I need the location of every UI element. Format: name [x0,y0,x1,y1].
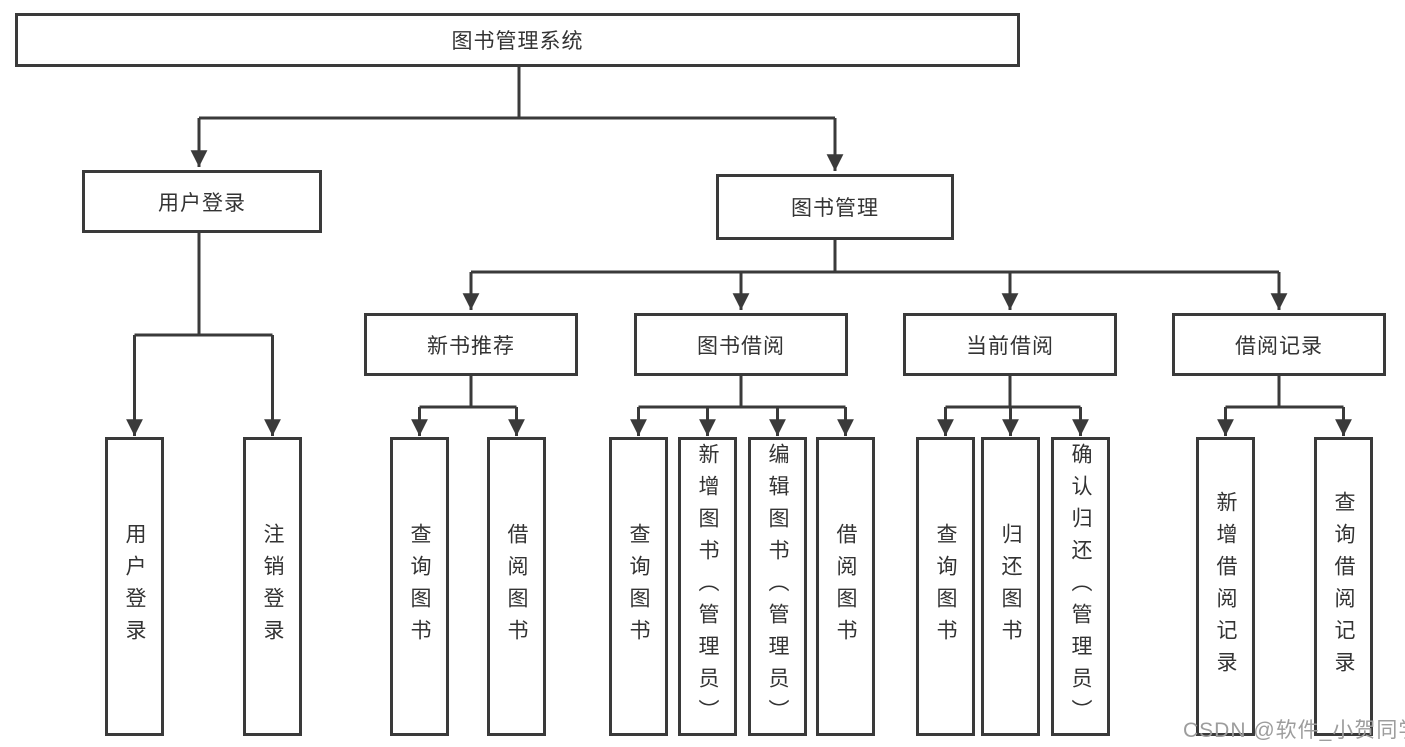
leaf-logout: 注销登录 [243,437,302,736]
leaf-user-login: 用户登录 [105,437,164,736]
node-book-management: 图书管理 [716,174,954,240]
leaf-borrow-query-books: 查询图书 [609,437,668,736]
leaf-add-borrow-record-label: 新增借阅记录 [1214,490,1237,683]
node-new-book-recommend: 新书推荐 [364,313,578,376]
leaf-add-borrow-record: 新增借阅记录 [1196,437,1255,736]
leaf-return-books-label: 归还图书 [999,522,1022,651]
leaf-query-borrow-record: 查询借阅记录 [1314,437,1373,736]
leaf-current-query-books: 查询图书 [916,437,975,736]
leaf-user-login-label: 用户登录 [123,522,146,651]
leaf-query-borrow-record-label: 查询借阅记录 [1332,490,1355,683]
node-book-borrowing: 图书借阅 [634,313,848,376]
node-new-book-recommend-label: 新书推荐 [427,334,515,358]
leaf-newbook-borrow-books-label: 借阅图书 [505,522,528,651]
node-root-system: 图书管理系统 [15,13,1020,67]
leaf-newbook-borrow-books: 借阅图书 [487,437,546,736]
node-user-login-label: 用户登录 [158,191,246,215]
leaf-borrow-books: 借阅图书 [816,437,875,736]
leaf-confirm-return-admin: 确认归还（管理员） [1051,437,1110,736]
leaf-newbook-query-books-label: 查询图书 [408,522,431,651]
node-borrowing-records: 借阅记录 [1172,313,1386,376]
leaf-borrow-query-books-label: 查询图书 [627,522,650,651]
leaf-edit-books-admin: 编辑图书（管理员） [748,437,807,736]
node-book-management-label: 图书管理 [791,197,879,220]
node-borrowing-records-label: 借阅记录 [1235,334,1323,358]
node-current-borrowing: 当前借阅 [903,313,1117,376]
node-book-borrowing-label: 图书借阅 [697,334,785,358]
watermark-text: CSDN @软件_小贺同学 [1183,719,1405,742]
leaf-newbook-query-books: 查询图书 [390,437,449,736]
node-user-login: 用户登录 [82,170,322,233]
leaf-current-query-books-label: 查询图书 [934,522,957,651]
leaf-confirm-return-admin-label: 确认归还（管理员） [1069,442,1092,731]
leaf-add-books-admin-label: 新增图书（管理员） [696,442,719,731]
leaf-return-books: 归还图书 [981,437,1040,736]
node-root-label: 图书管理系统 [451,30,584,53]
leaf-borrow-books-label: 借阅图书 [834,522,857,651]
leaf-add-books-admin: 新增图书（管理员） [678,437,737,736]
node-current-borrowing-label: 当前借阅 [966,334,1054,358]
leaf-edit-books-admin-label: 编辑图书（管理员） [766,442,789,731]
leaf-logout-label: 注销登录 [261,522,284,651]
